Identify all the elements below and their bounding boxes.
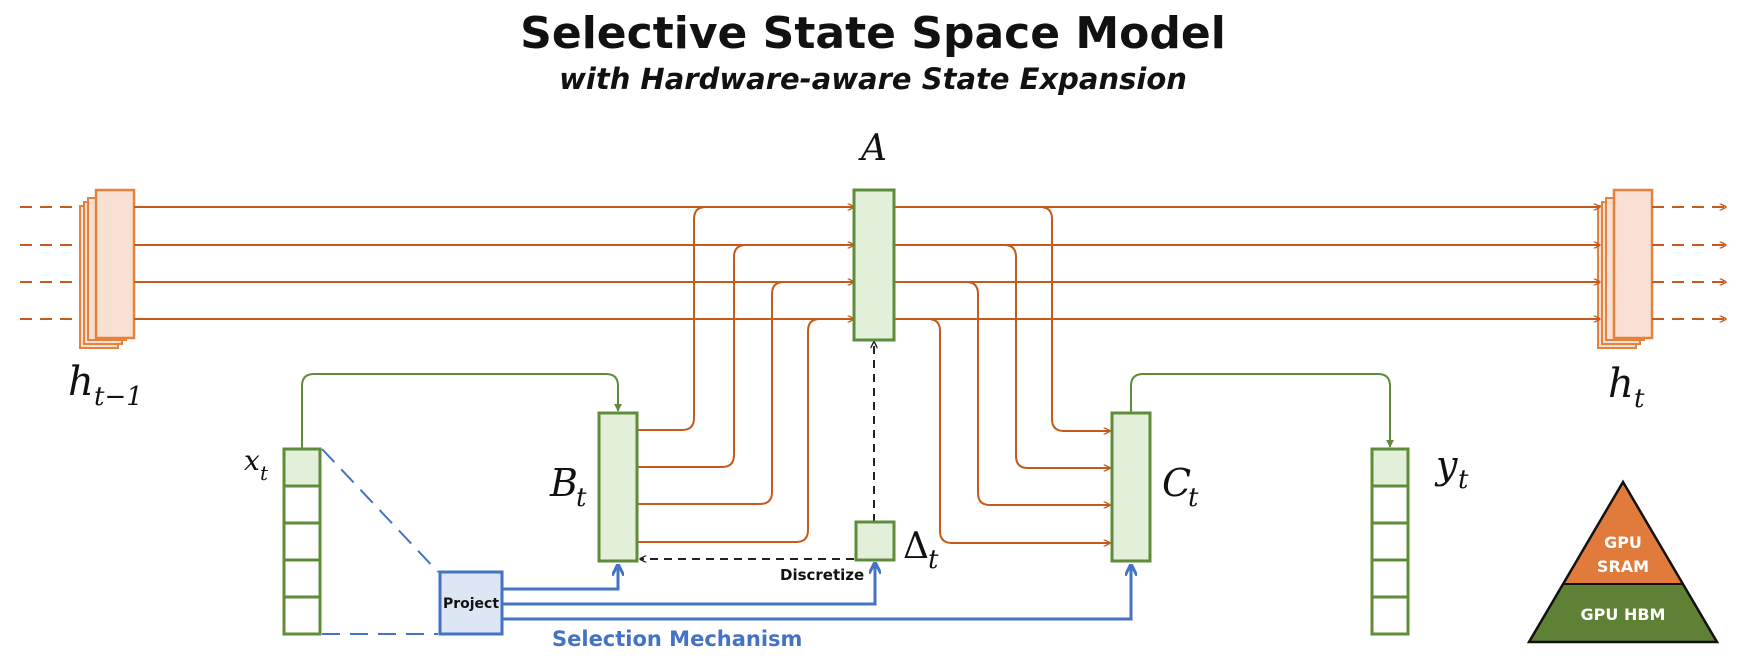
c-label: C t [1162,461,1199,513]
a-to-c-connectors [894,206,1110,543]
gpu-hbm-label: GPU HBM [1581,605,1666,624]
b-label: B t [549,461,587,513]
svg-text:t−1: t−1 [94,382,143,412]
selection-arrows [502,563,1131,621]
delta-block [854,520,896,562]
delta-label: Δ t [903,526,939,575]
a-label: A [858,128,887,169]
gpu-sram-label-line2: SRAM [1597,557,1649,576]
svg-text:t: t [576,483,587,513]
h-next-state-stack [1597,188,1654,349]
discretize-label: Discretize [780,566,864,584]
svg-text:t: t [928,545,939,575]
h-prev-state-stack [79,188,136,349]
svg-text:x: x [244,444,260,477]
c-matrix-block [1110,411,1152,563]
svg-text:t: t [1458,465,1469,495]
project-box [438,570,504,636]
x-to-b-arrow [301,373,622,449]
page-title: Selective State Space Model [520,8,1226,59]
project-guides [321,448,439,635]
svg-text:t: t [260,461,269,485]
h-next-label: h t [1608,361,1645,414]
y-label: y t [1434,443,1469,495]
a-matrix-block [852,188,896,342]
b-matrix-block [597,411,639,563]
x-input-vector [282,447,322,636]
h-prev-label: h t−1 [68,359,143,412]
svg-text:t: t [1634,384,1645,414]
gpu-sram-section [1563,482,1683,584]
gpu-sram-label-line1: GPU [1604,533,1642,552]
svg-text:B: B [549,461,578,505]
gpu-memory-pyramid: GPU SRAM GPU HBM [1526,479,1720,644]
b-to-a-connectors [637,207,854,543]
svg-text:h: h [1608,361,1634,407]
svg-text:Δ: Δ [903,526,929,567]
page-subtitle: with Hardware-aware State Expansion [559,62,1187,96]
svg-text:y: y [1434,443,1458,487]
gpu-hbm-section [1529,584,1717,642]
svg-text:t: t [1188,483,1199,513]
right-dashed-arrows [1652,207,1726,319]
project-label: Project [443,596,499,612]
x-label: x t [244,444,269,485]
svg-text:h: h [68,359,94,405]
y-output-vector [1370,447,1410,636]
c-to-y-arrow [1130,373,1394,448]
svg-text:C: C [1162,461,1191,505]
selection-mechanism-label: Selection Mechanism [552,627,802,651]
